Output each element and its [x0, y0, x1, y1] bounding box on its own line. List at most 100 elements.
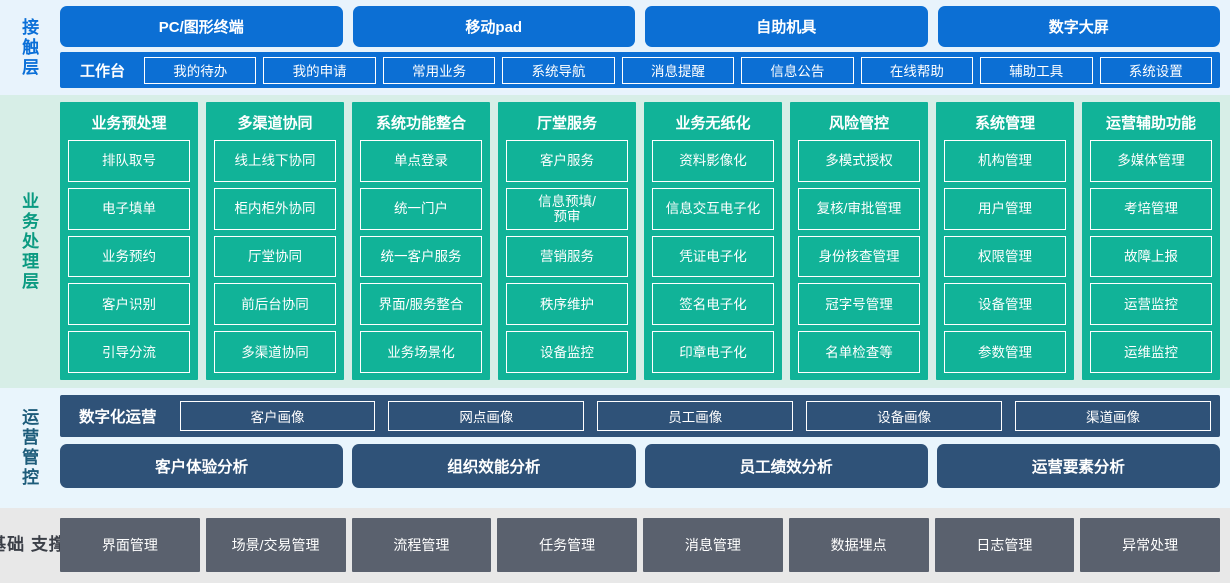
business-item[interactable]: 用户管理 — [944, 187, 1066, 230]
business-item[interactable]: 多渠道协同 — [214, 331, 336, 373]
business-item[interactable]: 多媒体管理 — [1090, 140, 1212, 182]
layer-operations: 运营管控 数字化运营 客户画像 网点画像 员工画像 设备画像 渠道画像 — [0, 388, 1230, 508]
business-item[interactable]: 身份核查管理 — [798, 235, 920, 278]
layer-contact-label: 接触层 — [0, 0, 56, 95]
business-item[interactable]: 凭证电子化 — [652, 235, 774, 278]
foundation-box-label: 界面管理 — [101, 537, 158, 553]
workbench-item-message-alert[interactable]: 消息提醒 — [621, 56, 735, 84]
workbench-item-common-business[interactable]: 常用业务 — [382, 56, 496, 84]
business-item[interactable]: 排队取号 — [68, 140, 190, 182]
foundation-box-ui-management[interactable]: 界面管理 — [60, 518, 200, 572]
workbench-item-my-application[interactable]: 我的申请 — [263, 56, 376, 84]
foundation-box-exception-handling[interactable]: 异常处理 — [1080, 518, 1220, 572]
portrait-item-label: 渠道画像 — [1086, 410, 1141, 425]
business-item[interactable]: 机构管理 — [944, 140, 1066, 182]
business-item[interactable]: 设备管理 — [944, 283, 1066, 326]
business-item[interactable]: 资料影像化 — [652, 140, 774, 182]
portrait-item-branch[interactable]: 网点画像 — [388, 401, 585, 431]
business-column-header: 风险管控 — [828, 115, 889, 132]
business-item[interactable]: 业务预约 — [68, 235, 190, 278]
foundation-box-task-management[interactable]: 任务管理 — [497, 518, 637, 572]
business-item[interactable]: 信息交互电子化 — [652, 187, 774, 230]
foundation-row: 界面管理 场景/交易管理 流程管理 任务管理 消息管理 数据埋点 — [60, 518, 1220, 572]
terminal-box[interactable]: 自助机具 — [645, 6, 928, 48]
workbench-item-system-nav[interactable]: 系统导航 — [502, 56, 615, 84]
business-item[interactable]: 单点登录 — [360, 140, 482, 182]
business-item-list: 机构管理 用户管理 权限管理 设备管理 参数管理 — [944, 140, 1066, 373]
foundation-box-scenario-transaction[interactable]: 场景/交易管理 — [205, 518, 346, 572]
business-item[interactable]: 权限管理 — [944, 235, 1066, 278]
business-item[interactable]: 考培管理 — [1090, 187, 1212, 230]
business-column-multichannel: 多渠道协同 线上线下协同 柜内柜外协同 厅堂协同 前后台协同 多渠道协同 — [206, 102, 344, 380]
workbench-item-online-help[interactable]: 在线帮助 — [860, 56, 974, 84]
terminal-box[interactable]: 数字大屏 — [937, 6, 1220, 48]
business-item[interactable]: 运营监控 — [1090, 283, 1212, 326]
analysis-box-staff-performance[interactable]: 员工绩效分析 — [644, 444, 928, 488]
analysis-box-org-efficiency[interactable]: 组织效能分析 — [352, 444, 636, 488]
business-item[interactable]: 引导分流 — [68, 331, 190, 373]
analysis-box-label: 运营要素分析 — [1031, 459, 1125, 476]
portrait-item-label: 客户画像 — [250, 410, 305, 425]
business-item[interactable]: 前后台协同 — [214, 283, 336, 326]
analysis-box-customer-experience[interactable]: 客户体验分析 — [60, 444, 344, 488]
business-item[interactable]: 客户服务 — [506, 140, 628, 182]
business-item[interactable]: 电子填单 — [68, 187, 190, 230]
terminal-box[interactable]: PC/图形终端 — [60, 6, 343, 48]
layer-contact-label-text: 接触层 — [19, 17, 39, 78]
business-item[interactable]: 营销服务 — [506, 235, 628, 278]
business-item[interactable]: 参数管理 — [944, 331, 1066, 373]
business-item[interactable]: 业务场景化 — [360, 331, 482, 373]
foundation-box-label: 消息管理 — [684, 537, 741, 553]
business-item[interactable]: 故障上报 — [1090, 235, 1212, 278]
portrait-item-device[interactable]: 设备画像 — [806, 401, 1003, 431]
layer-foundation: 基础 支撑 界面管理 场景/交易管理 流程管理 任务管理 消息管理 — [0, 508, 1230, 583]
terminal-box[interactable]: 移动pad — [352, 6, 635, 48]
workbench-item-label: 系统设置 — [1128, 64, 1183, 80]
business-item[interactable]: 名单检查等 — [798, 331, 920, 373]
portrait-item-label: 网点画像 — [459, 410, 514, 425]
terminal-label: 自助机具 — [756, 19, 817, 37]
analysis-box-label: 员工绩效分析 — [739, 459, 833, 476]
business-item[interactable]: 界面/服务整合 — [360, 283, 482, 326]
business-item[interactable]: 信息预填/ 预审 — [506, 187, 628, 230]
business-column-header: 系统功能整合 — [375, 115, 466, 132]
business-column-system-management: 系统管理 机构管理 用户管理 权限管理 设备管理 参数管理 — [936, 102, 1074, 380]
portrait-item-channel[interactable]: 渠道画像 — [1015, 401, 1211, 431]
business-item[interactable]: 柜内柜外协同 — [214, 187, 336, 230]
business-item-list: 多媒体管理 考培管理 故障上报 运营监控 运维监控 — [1090, 140, 1212, 373]
terminal-label: PC/图形终端 — [158, 19, 244, 37]
foundation-box-message-management[interactable]: 消息管理 — [643, 518, 783, 572]
workbench-item-system-settings[interactable]: 系统设置 — [1099, 56, 1212, 84]
foundation-box-data-tracking[interactable]: 数据埋点 — [788, 518, 929, 572]
workbench-item-my-todo[interactable]: 我的待办 — [144, 56, 257, 84]
business-item[interactable]: 运维监控 — [1090, 331, 1212, 373]
business-item[interactable]: 客户识别 — [68, 283, 190, 326]
foundation-box-log-management[interactable]: 日志管理 — [934, 518, 1075, 572]
layer-foundation-label-text: 基础 支撑 — [0, 535, 67, 555]
business-item[interactable]: 冠字号管理 — [798, 283, 920, 326]
workbench-item-announcement[interactable]: 信息公告 — [741, 56, 854, 84]
layer-business-label: 业务处理层 — [0, 95, 56, 388]
business-item[interactable]: 秩序维护 — [506, 283, 628, 326]
business-item[interactable]: 多模式授权 — [798, 140, 920, 182]
workbench-item-aux-tools[interactable]: 辅助工具 — [980, 56, 1093, 84]
business-item[interactable]: 签名电子化 — [652, 283, 774, 326]
workbench-item-label: 在线帮助 — [889, 64, 944, 80]
business-column-paperless: 业务无纸化 资料影像化 信息交互电子化 凭证电子化 签名电子化 印章电子化 — [644, 102, 782, 380]
portrait-item-customer[interactable]: 客户画像 — [179, 401, 376, 431]
foundation-box-process-management[interactable]: 流程管理 — [351, 518, 492, 572]
business-item[interactable]: 统一门户 — [360, 187, 482, 230]
portrait-item-staff[interactable]: 员工画像 — [597, 401, 794, 431]
business-item-list: 单点登录 统一门户 统一客户服务 界面/服务整合 业务场景化 — [360, 140, 482, 373]
business-item[interactable]: 设备监控 — [506, 331, 628, 373]
business-item[interactable]: 厅堂协同 — [214, 235, 336, 278]
business-column-lobby-service: 厅堂服务 客户服务 信息预填/ 预审 营销服务 秩序维护 设备监控 — [498, 102, 636, 380]
analysis-box-ops-elements[interactable]: 运营要素分析 — [936, 444, 1220, 488]
business-item[interactable]: 复核/审批管理 — [798, 187, 920, 230]
business-item[interactable]: 印章电子化 — [652, 331, 774, 373]
business-item[interactable]: 统一客户服务 — [360, 235, 482, 278]
business-item[interactable]: 线上线下协同 — [214, 140, 336, 182]
analysis-box-label: 客户体验分析 — [155, 459, 249, 476]
business-column-ops-support: 运营辅助功能 多媒体管理 考培管理 故障上报 运营监控 运维监控 — [1082, 102, 1220, 380]
terminal-row: PC/图形终端 移动pad 自助机具 数字大屏 — [60, 6, 1220, 48]
